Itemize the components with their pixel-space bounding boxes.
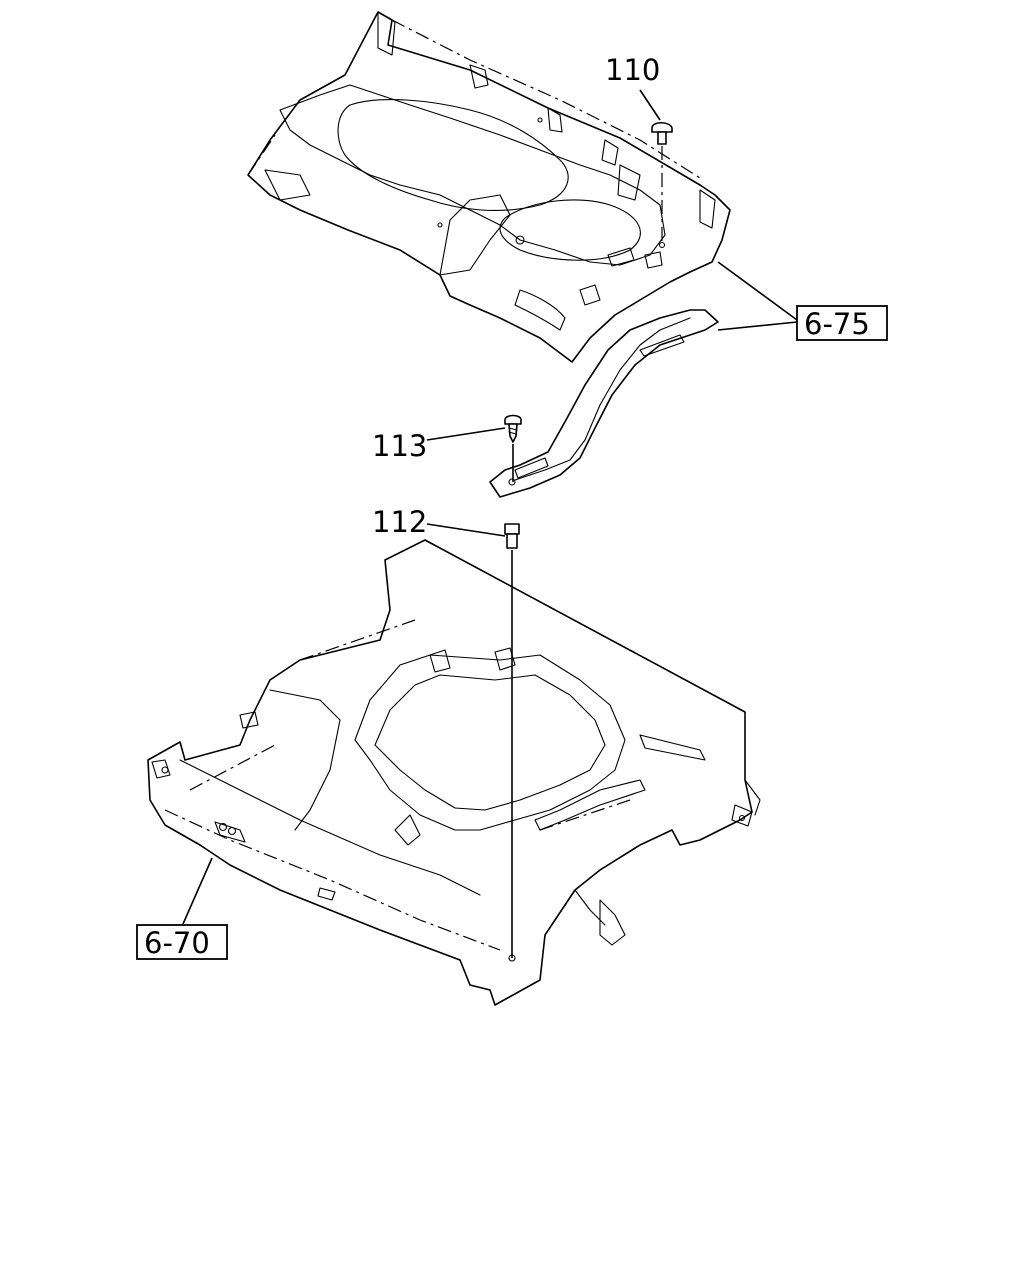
leader-110 — [639, 89, 661, 121]
ref-label-6-70: 6-70 — [144, 926, 210, 960]
leader-6-70 — [182, 857, 213, 925]
part-110-clip — [651, 121, 673, 145]
lower-floor-insulator — [147, 539, 761, 1006]
label-113: 113 — [372, 429, 427, 463]
leader-6-75-a — [717, 261, 798, 321]
leader-6-75-b — [717, 321, 798, 331]
label-112: 112 — [372, 505, 427, 539]
ref-label-6-75: 6-75 — [804, 307, 870, 341]
label-110: 110 — [605, 53, 660, 87]
part-113-screw — [504, 414, 522, 443]
part-112-clip — [504, 523, 520, 549]
leader-113 — [426, 427, 506, 441]
floor-bracket — [489, 309, 719, 498]
upper-floor-insulator — [247, 11, 731, 363]
leader-112 — [426, 523, 506, 537]
ref-box-6-75 — [796, 305, 888, 341]
ref-box-6-70 — [136, 924, 228, 960]
